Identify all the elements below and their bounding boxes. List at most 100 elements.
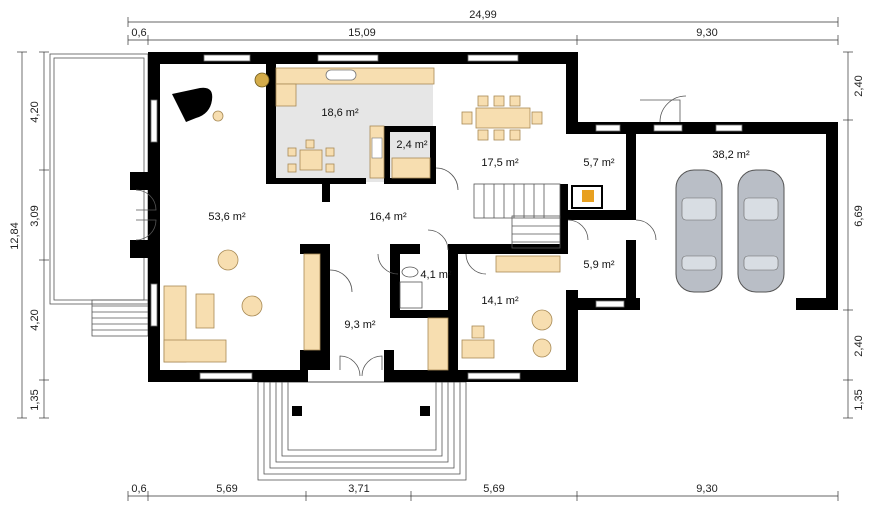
car-right xyxy=(737,169,785,293)
dimension-labels: 24,99 0,6 15,09 9,30 0,6 5,69 3,71 5,69 … xyxy=(9,9,865,495)
door xyxy=(635,219,657,241)
doors xyxy=(135,95,687,377)
window xyxy=(150,283,158,327)
dim-right-seg-4: 1,35 xyxy=(853,389,865,410)
plant xyxy=(254,72,270,88)
car-windshield xyxy=(743,197,779,221)
door xyxy=(135,219,157,241)
dim-left-seg-2: 3,09 xyxy=(29,205,41,226)
chair xyxy=(461,111,473,125)
door xyxy=(339,355,361,377)
pantry-shelf xyxy=(391,157,431,179)
room-area-kitchen: 18,6 m² xyxy=(321,107,359,119)
chair xyxy=(325,147,335,157)
chair xyxy=(493,95,505,107)
armchair xyxy=(241,295,263,317)
dim-top-seg-1: 0,6 xyxy=(131,27,146,39)
room-area-garage: 38,2 m² xyxy=(712,149,750,161)
dim-left-seg-4: 1,35 xyxy=(29,389,41,410)
wardrobe xyxy=(427,317,449,371)
terrace xyxy=(49,53,149,337)
dim-left-seg-1: 4,20 xyxy=(29,101,41,122)
car-rear-window xyxy=(681,255,717,271)
window xyxy=(715,124,743,132)
car-windshield xyxy=(681,197,717,221)
stove xyxy=(371,137,383,159)
windows xyxy=(150,54,743,380)
door xyxy=(361,355,383,377)
staircase xyxy=(473,183,561,249)
chair xyxy=(287,163,297,173)
door xyxy=(329,269,353,293)
dim-right-seg-2: 6,69 xyxy=(853,205,865,226)
dim-bottom-seg-5: 9,30 xyxy=(696,483,717,495)
chair xyxy=(493,129,505,141)
room-area-bathroom: 4,1 m² xyxy=(420,269,452,281)
chair xyxy=(471,325,485,339)
desk xyxy=(461,339,495,359)
coffee-table xyxy=(195,293,215,329)
chair xyxy=(477,129,489,141)
room-area-hall: 16,4 m² xyxy=(369,211,407,223)
room-area-dining: 17,5 m² xyxy=(481,157,519,169)
round-table xyxy=(531,309,553,331)
dimension-lines xyxy=(17,17,853,501)
window xyxy=(467,372,521,380)
dining-table xyxy=(475,107,531,129)
office-shelf xyxy=(495,255,561,273)
dim-top-total: 24,99 xyxy=(469,9,497,21)
dim-left-total: 12,84 xyxy=(9,222,21,250)
chair xyxy=(509,129,521,141)
door xyxy=(377,253,399,275)
door xyxy=(659,95,687,123)
piano-stool xyxy=(212,110,224,122)
tv-cabinet xyxy=(303,253,321,351)
chair xyxy=(509,95,521,107)
window xyxy=(595,300,625,308)
armchair xyxy=(532,338,552,358)
sofa xyxy=(163,339,227,363)
armchair xyxy=(217,249,239,271)
window xyxy=(150,99,158,143)
door xyxy=(640,99,681,122)
dim-right-seg-1: 2,40 xyxy=(853,75,865,96)
chair xyxy=(305,139,315,149)
dim-top-seg-3: 9,30 xyxy=(696,27,717,39)
room-area-utility: 5,9 m² xyxy=(583,259,615,271)
chair xyxy=(531,111,543,125)
door xyxy=(567,219,589,241)
dim-bottom-seg-4: 5,69 xyxy=(483,483,504,495)
window xyxy=(199,372,253,380)
door xyxy=(465,253,487,275)
room-area-office: 14,1 m² xyxy=(481,295,519,307)
door xyxy=(135,189,157,211)
room-area-living: 53,6 m² xyxy=(208,211,246,223)
piano xyxy=(172,87,213,122)
room-area-boiler: 5,7 m² xyxy=(583,157,615,169)
dim-bottom-seg-2: 5,69 xyxy=(216,483,237,495)
chair xyxy=(287,147,297,157)
window xyxy=(595,124,621,132)
dim-bottom-seg-1: 0,6 xyxy=(131,483,146,495)
toilet xyxy=(401,266,419,278)
kitchen-table xyxy=(299,149,323,171)
room-labels: 53,6 m² 18,6 m² 2,4 m² 17,5 m² 16,4 m² 5… xyxy=(208,107,750,331)
dim-bottom-seg-3: 3,71 xyxy=(348,483,369,495)
room-area-pantry: 2,4 m² xyxy=(396,139,428,151)
cars xyxy=(675,169,785,293)
chair xyxy=(477,95,489,107)
furniture xyxy=(163,67,603,371)
car-left xyxy=(675,169,723,293)
sink xyxy=(325,69,357,81)
kitchen-counter-side xyxy=(275,83,297,107)
window xyxy=(653,124,683,132)
dim-left-seg-3: 4,20 xyxy=(29,309,41,330)
dim-right-seg-3: 2,40 xyxy=(853,335,865,356)
chair xyxy=(325,163,335,173)
flame-icon xyxy=(582,190,594,202)
dim-top-seg-2: 15,09 xyxy=(348,27,376,39)
shower xyxy=(399,281,423,309)
window xyxy=(467,54,519,62)
window xyxy=(203,54,251,62)
